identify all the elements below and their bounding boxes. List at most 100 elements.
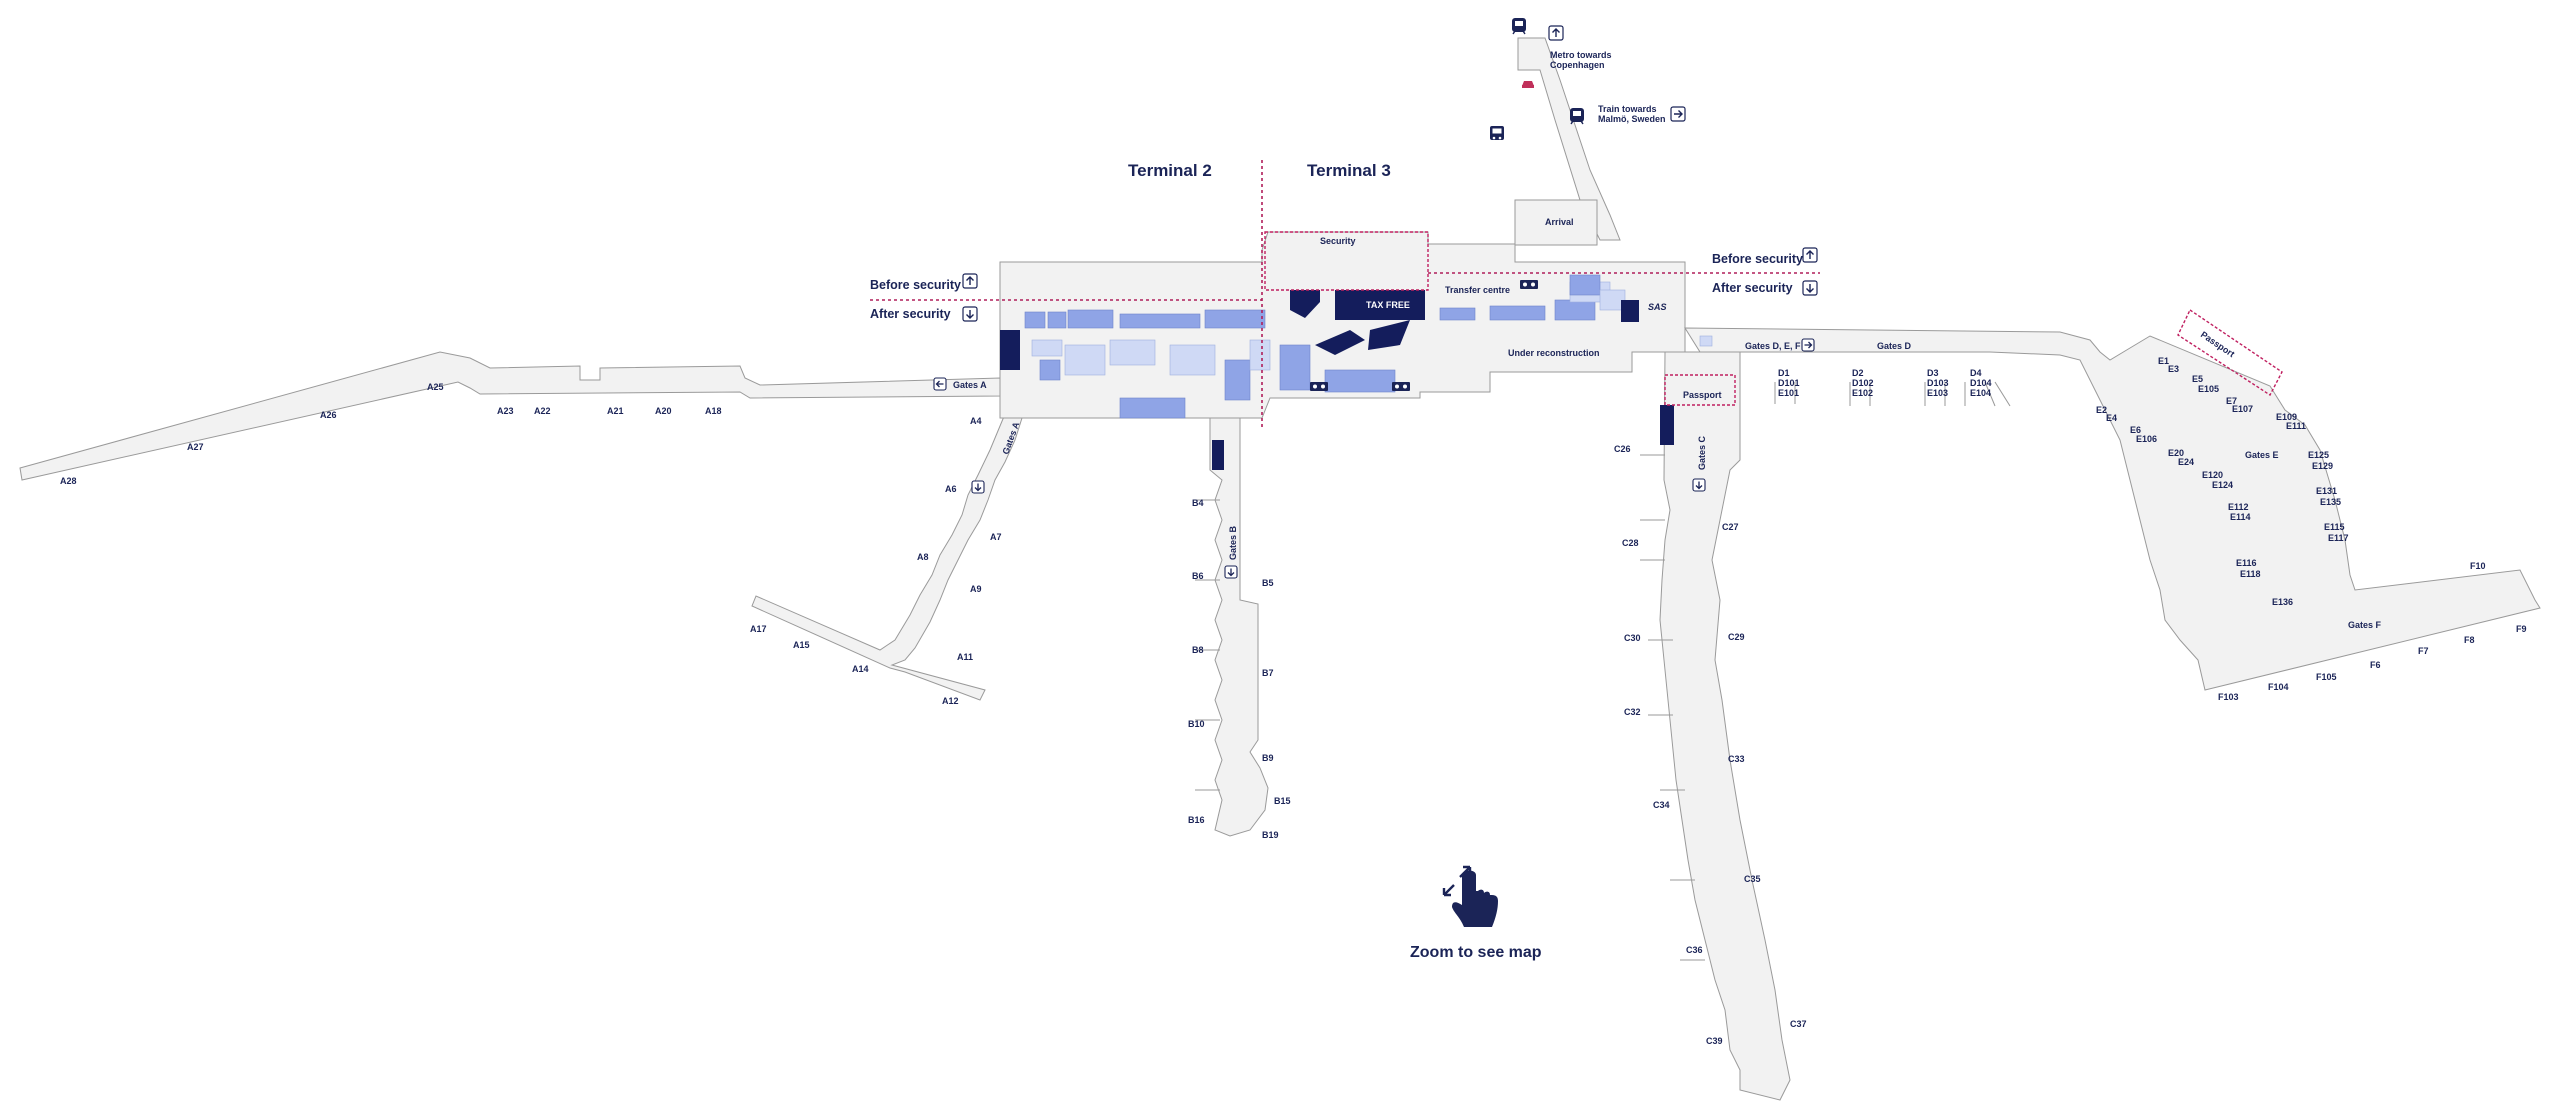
gate-E1: E1	[2158, 356, 2169, 366]
gate-E102: E102	[1852, 388, 1873, 398]
gate-A6: A6	[945, 484, 957, 494]
gate-E104: E104	[1970, 388, 1991, 398]
gates-def-sign: Gates D, E, F	[1745, 341, 1801, 351]
arrival-label: Arrival	[1545, 217, 1574, 227]
gate-D102: D102	[1852, 378, 1874, 388]
arrow-down-icon	[1802, 280, 1818, 296]
floor-plan	[19, 37, 2541, 1101]
gate-E124: E124	[2212, 480, 2233, 490]
gate-C34: C34	[1653, 800, 1670, 810]
central-connector	[1684, 327, 2541, 691]
gate-A23: A23	[497, 406, 514, 416]
passport-zone-e	[2177, 308, 2283, 397]
gates-f-label: Gates F	[2348, 620, 2382, 630]
gate-E106: E106	[2136, 434, 2157, 444]
tax-free-shop	[1335, 290, 1425, 320]
gate-D101: D101	[1778, 378, 1800, 388]
gate-C37: C37	[1790, 1019, 1807, 1029]
gate-B7: B7	[1262, 668, 1274, 678]
gate-E105: E105	[2198, 384, 2219, 394]
gate-A28: A28	[60, 476, 77, 486]
terminal-3-title: Terminal 3	[1307, 161, 1391, 180]
north-arm	[1517, 37, 1621, 241]
arrow-up-icon	[962, 273, 978, 289]
gate-A25: A25	[427, 382, 444, 392]
bus-icon	[1490, 126, 1504, 140]
gate-B9: B9	[1262, 753, 1274, 763]
gate-C35: C35	[1744, 874, 1761, 884]
gate-B5: B5	[1262, 578, 1274, 588]
metro-text-2: Copenhagen	[1550, 60, 1605, 70]
sas-label: SAS	[1648, 302, 1667, 312]
gate-E115: E115	[2324, 522, 2345, 532]
gate-A21: A21	[607, 406, 624, 416]
gate-E120: E120	[2202, 470, 2223, 480]
gate-numbers: A28 A27 A26 A25 A23 A22 A21 A20 A18 A4 A…	[60, 356, 2527, 1046]
gate-A18: A18	[705, 406, 722, 416]
arrival-hall	[1514, 199, 1598, 246]
arrow-right-icon	[1670, 106, 1686, 122]
gate-E136: E136	[2272, 597, 2293, 607]
gate-E116: E116	[2236, 558, 2257, 568]
gate-A20: A20	[655, 406, 672, 416]
security-zone	[1264, 231, 1429, 291]
gate-E103: E103	[1927, 388, 1948, 398]
gate-A26: A26	[320, 410, 337, 420]
gate-C39: C39	[1706, 1036, 1723, 1046]
gate-E117: E117	[2328, 533, 2349, 543]
gate-C32: C32	[1624, 707, 1641, 717]
arrow-down-icon	[1224, 565, 1238, 579]
before-security-left: Before security	[870, 278, 961, 292]
gates-c-label: Gates C	[1697, 435, 1707, 470]
gate-F8: F8	[2464, 635, 2475, 645]
gate-C29: C29	[1728, 632, 1745, 642]
gate-A17: A17	[750, 624, 767, 634]
security-signs: Before security After security Before se…	[870, 252, 1803, 321]
gate-E118: E118	[2240, 569, 2261, 579]
gate-A22: A22	[534, 406, 551, 416]
transport-info: Metro towards Copenhagen Train towards M…	[1550, 50, 1666, 124]
gate-A11: A11	[957, 652, 973, 662]
gate-E135: E135	[2320, 497, 2341, 507]
gate-F105: F105	[2316, 672, 2337, 682]
arrow-left-icon	[933, 377, 947, 391]
elevator-icon	[1520, 280, 1538, 289]
gate-C26: C26	[1614, 444, 1631, 454]
gate-F9: F9	[2516, 624, 2527, 634]
jet-bridges	[1195, 381, 2011, 961]
gate-D104: D104	[1970, 378, 1992, 388]
hand-pointer-icon	[1442, 865, 1498, 927]
interior-shops	[1024, 274, 1713, 419]
pier-a-south	[751, 413, 1023, 701]
gate-F103: F103	[2218, 692, 2239, 702]
gate-D3: D3	[1927, 368, 1939, 378]
gate-E112: E112	[2228, 502, 2249, 512]
gate-C27: C27	[1722, 522, 1739, 532]
gate-B16: B16	[1188, 815, 1205, 825]
after-security-right: After security	[1712, 281, 1793, 295]
dark-shops	[1000, 290, 1674, 470]
gate-D4: D4	[1970, 368, 1982, 378]
gate-E107: E107	[2232, 404, 2253, 414]
gate-E125: E125	[2308, 450, 2329, 460]
gate-E129: E129	[2312, 461, 2333, 471]
gate-D2: D2	[1852, 368, 1864, 378]
gate-E114: E114	[2230, 512, 2251, 522]
arrow-up-icon	[1548, 25, 1564, 41]
gate-C30: C30	[1624, 633, 1641, 643]
elevator-icon	[1392, 382, 1410, 391]
pier-a-west	[19, 351, 1001, 481]
gate-E6: E6	[2130, 425, 2141, 435]
gate-F104: F104	[2268, 682, 2289, 692]
gate-A9: A9	[970, 584, 982, 594]
elevator-icon	[1310, 382, 1328, 391]
gate-D1: D1	[1778, 368, 1790, 378]
zoom-hint-text: Zoom to see map	[1410, 944, 1542, 961]
arrow-down-icon	[962, 306, 978, 322]
gate-C33: C33	[1728, 754, 1745, 764]
gate-B8: B8	[1192, 645, 1204, 655]
gate-E4: E4	[2106, 413, 2117, 423]
arrow-down-icon	[1692, 478, 1706, 492]
